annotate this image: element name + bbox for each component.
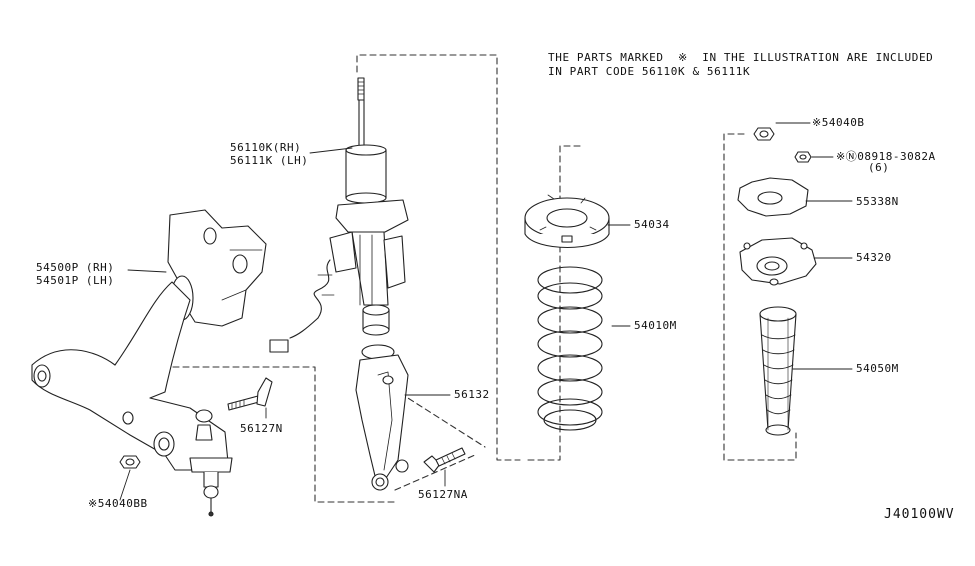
mount-group-dashed-bracket — [724, 134, 796, 460]
label-spring: 54010M — [634, 319, 677, 332]
coil-spring-54010m — [538, 267, 602, 430]
label-spring-seat: 54034 — [634, 218, 670, 231]
bound-bumper-54050m — [760, 307, 796, 435]
bolt-56127n — [228, 378, 272, 410]
label-bound-bumper: 54050M — [856, 362, 899, 375]
label-mount: 54320 — [856, 251, 892, 264]
label-knuckle-rh: 54500P (RH) — [36, 261, 115, 274]
nut-54040b — [754, 128, 774, 140]
fork-56132 — [356, 345, 408, 490]
strut-to-spring-dashed-bracket — [357, 55, 520, 460]
label-nut-08918-qty: (6) — [868, 161, 890, 174]
knuckle-and-lower-arm — [32, 210, 266, 516]
bolt-56127na — [424, 448, 465, 472]
label-nut-54040bb: ※54040BB — [88, 497, 148, 510]
label-bolt-upper: 56127N — [240, 422, 283, 435]
diagram-code: J40100WV — [884, 507, 955, 522]
label-knuckle-lh: 54501P (LH) — [36, 274, 115, 287]
label-strut-lh: 56111K (LH) — [230, 154, 309, 167]
insulator-55338n — [738, 178, 808, 216]
spring-seat-54034 — [525, 195, 609, 248]
label-bolt-lower: 56127NA — [418, 488, 468, 501]
parts-note-line-2: IN PART CODE 56110K & 56111K — [548, 65, 751, 78]
strut-assembly — [270, 78, 408, 352]
label-strut-rh: 56110K(RH) — [230, 141, 302, 154]
label-nut-54040b: ※54040B — [812, 116, 865, 129]
label-nut-08918: ※Ⓝ08918-3082A — [836, 150, 936, 163]
spring-group-dashed-bracket — [527, 146, 580, 460]
nut-08918-3082a — [795, 152, 811, 162]
strut-top-thread — [358, 78, 364, 100]
parts-note-line-1: THE PARTS MARKED ※ IN THE ILLUSTRATION A… — [548, 51, 934, 64]
sensor-connector — [270, 340, 288, 352]
fork-group-dashed-bracket — [173, 367, 485, 502]
label-fork: 56132 — [454, 388, 490, 401]
label-insulator: 55338N — [856, 195, 899, 208]
nut-54040bb — [120, 456, 140, 468]
leader-lines — [120, 123, 852, 500]
strut-mount-54320 — [740, 238, 816, 285]
strut-piston-rod — [359, 100, 364, 148]
